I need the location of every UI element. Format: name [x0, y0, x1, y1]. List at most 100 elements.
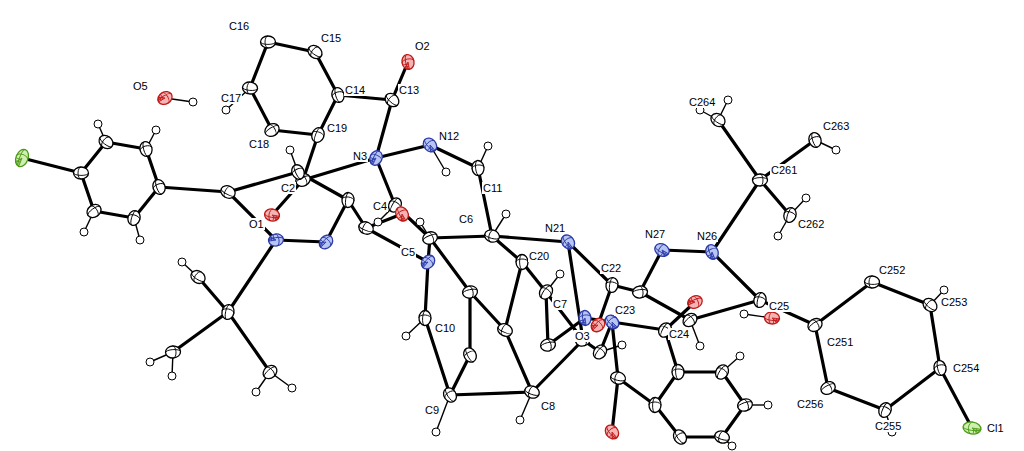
atom-label: C13: [398, 84, 420, 96]
atom-ellipsoid: [920, 296, 939, 315]
ellipsoid-outline: [221, 303, 236, 320]
bond: [425, 262, 428, 318]
atom-ellipsoid: [84, 202, 103, 221]
ellipsoid-outline: [752, 174, 767, 187]
bond: [376, 100, 392, 158]
principal-ellipse: [341, 192, 355, 208]
ellipsoid-outline: [653, 241, 672, 259]
ellipsoid-outline: [609, 370, 626, 385]
atom-ellipsoid: [126, 209, 142, 227]
ellipsoid-outline: [932, 359, 947, 376]
principal-ellipse: [632, 285, 648, 299]
bond: [640, 250, 662, 292]
atom-label: C251: [826, 336, 854, 348]
octant-shading: [580, 318, 586, 326]
principal-ellipse: [752, 291, 767, 308]
atom-ellipsoid: [316, 232, 335, 251]
atom-ellipsoid: [807, 131, 823, 149]
atom-label: C262: [797, 218, 825, 230]
ellipsoid-outline: [483, 228, 501, 243]
principal-ellipse: [357, 220, 375, 237]
principal-ellipse: [219, 183, 238, 201]
atom-label: C19: [326, 122, 348, 134]
octant-shading: [564, 242, 573, 251]
atom-ellipsoid: [559, 232, 578, 251]
principal-ellipse: [708, 111, 727, 129]
principal-ellipse: [420, 135, 439, 154]
octant-shading: [971, 428, 981, 435]
atom-ellipsoid: [962, 421, 981, 435]
ellipsoid-outline: [151, 178, 167, 196]
atom-ellipsoid: [155, 89, 174, 107]
hydrogen-atom: [94, 120, 102, 128]
octant-shading: [14, 156, 22, 166]
principal-ellipse: [539, 337, 556, 352]
principal-ellipse: [441, 385, 459, 404]
atom-ellipsoid: [393, 205, 411, 224]
atom-ellipsoid: [672, 364, 685, 380]
bond: [376, 145, 430, 158]
atom-label: C5: [400, 246, 416, 258]
atom-ellipsoid: [310, 126, 327, 144]
atom-ellipsoid: [421, 230, 439, 247]
ellipsoid-outline: [289, 163, 306, 182]
ellipsoid-outline: [262, 121, 281, 139]
principal-ellipse: [713, 429, 731, 445]
hydrogen-atom: [740, 310, 748, 318]
octant-shading: [317, 238, 326, 247]
atom-ellipsoid: [165, 345, 181, 358]
bond: [712, 180, 760, 252]
ellipsoid-outline: [138, 140, 153, 158]
principal-ellipse: [421, 230, 439, 247]
principal-ellipse: [151, 178, 167, 196]
ellipsoid-outline: [341, 192, 355, 208]
atom-ellipsoid: [483, 228, 501, 243]
hydrogen-atom: [728, 442, 736, 450]
hydrogen-atom: [146, 358, 154, 366]
octant-shading: [397, 214, 405, 223]
hydrogen-atom: [402, 332, 410, 340]
ellipsoid-outline: [805, 316, 824, 334]
atom-label: C8: [540, 400, 556, 412]
atom-ellipsoid: [419, 252, 438, 271]
ellipsoid-outline: [708, 111, 727, 129]
principal-ellipse: [13, 147, 31, 168]
principal-ellipse: [704, 243, 721, 261]
bond: [532, 340, 583, 392]
bond: [612, 322, 665, 330]
octant-shading: [268, 235, 276, 242]
principal-ellipse: [401, 53, 416, 70]
hydrogen-atom: [288, 384, 296, 392]
ellipsoid-outline: [559, 232, 578, 251]
bond: [612, 322, 618, 378]
principal-ellipse: [367, 149, 384, 168]
bond: [760, 140, 815, 180]
bond: [940, 368, 972, 428]
atom-label: C252: [878, 264, 906, 276]
ellipsoid-outline: [704, 243, 721, 261]
principal-ellipse: [713, 362, 731, 381]
principal-ellipse: [418, 310, 431, 326]
bond: [159, 187, 228, 192]
ellipsoid-outline: [219, 183, 238, 201]
ellipsoid-outline: [605, 277, 619, 294]
bond: [430, 238, 470, 292]
atom-ellipsoid: [713, 362, 731, 381]
principal-ellipse: [962, 421, 981, 435]
principal-ellipse: [605, 277, 619, 294]
principal-ellipse: [393, 205, 411, 224]
principal-ellipse: [523, 384, 541, 400]
principal-ellipse: [268, 233, 285, 247]
bond: [228, 240, 276, 312]
atom-ellipsoid: [289, 163, 306, 182]
octant-shading: [156, 93, 165, 101]
ellipsoid-outline: [752, 291, 767, 308]
ellipsoid-outline: [13, 147, 31, 168]
bond: [450, 392, 532, 395]
bond: [718, 120, 760, 180]
bond: [228, 312, 270, 372]
ellipsoid-outline: [261, 36, 276, 48]
principal-ellipse: [752, 174, 767, 187]
atom-ellipsoid: [264, 208, 281, 222]
